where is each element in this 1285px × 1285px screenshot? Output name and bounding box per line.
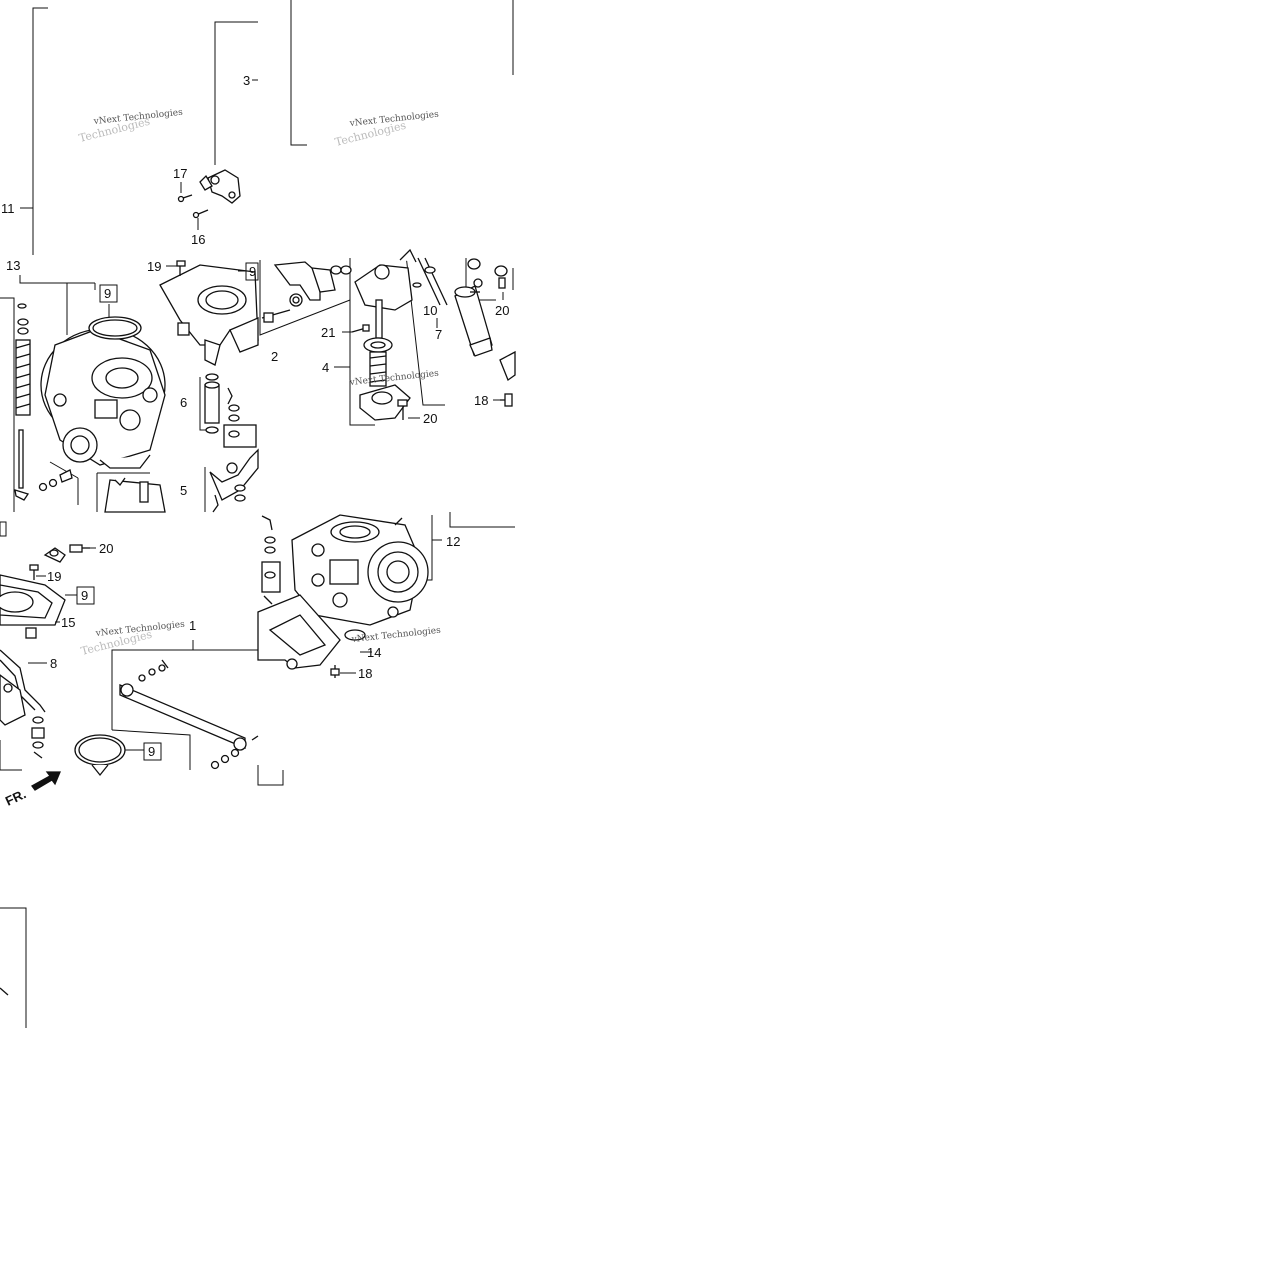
screw-20-mid	[397, 399, 420, 420]
callout-19-lower: 19	[47, 569, 61, 584]
callout-4: 4	[322, 360, 329, 375]
bolt-18-bottom	[330, 665, 356, 678]
manifold-14	[257, 594, 372, 670]
top-gasket-plate	[159, 264, 259, 366]
watermark-5: vNext Technologies	[350, 626, 441, 645]
callout-box-9-d: 9	[143, 742, 162, 761]
screw-16	[192, 209, 209, 230]
jet-holder-block	[104, 477, 166, 513]
callout-10: 10	[423, 303, 437, 318]
callout-20-top: 20	[495, 303, 509, 318]
top-frame-lines	[20, 0, 514, 255]
left-carb-frame	[0, 275, 150, 512]
callout-13: 13	[6, 258, 20, 273]
front-direction-marker: FR.	[3, 771, 61, 809]
o-ring-9-top	[88, 304, 142, 340]
small-parts-10	[412, 258, 483, 293]
screw-17	[177, 182, 193, 203]
screw-20-lower	[43, 544, 96, 563]
bottom-partial-tile	[0, 907, 27, 1028]
callout-16: 16	[191, 232, 205, 247]
callout-8: 8	[50, 656, 57, 671]
linkage-rod-1	[111, 640, 259, 770]
callout-9-d: 9	[148, 744, 155, 759]
left-carb-body	[40, 328, 166, 469]
callout-box-9-b: 9	[245, 262, 259, 281]
callout-15: 15	[61, 615, 75, 630]
callout-9-b: 9	[249, 264, 256, 279]
lower-gasket-15	[0, 574, 77, 639]
spring-needle-stack	[14, 303, 73, 501]
pipe-elbow-18	[493, 350, 516, 407]
callout-19-top: 19	[147, 259, 161, 274]
callout-7: 7	[435, 327, 442, 342]
callout-21: 21	[321, 325, 335, 340]
pipe-7	[417, 257, 493, 357]
o-ring-9-bottom	[74, 734, 144, 777]
callout-box-9-a: 9	[99, 284, 118, 303]
vacuum-chamber-cover	[354, 248, 417, 339]
callout-18-bottom: 18	[358, 666, 372, 681]
right-side-small-parts	[261, 515, 281, 605]
callout-18-top: 18	[474, 393, 488, 408]
callout-1: 1	[189, 618, 196, 633]
screw-20-top	[494, 265, 508, 300]
link-plate-5	[204, 448, 259, 513]
fr-label: FR.	[3, 786, 28, 808]
callout-20-mid: 20	[423, 411, 437, 426]
joint-pipe-6	[199, 373, 257, 448]
callout-12: 12	[446, 534, 460, 549]
callout-5: 5	[180, 483, 187, 498]
screw-21	[342, 324, 370, 333]
bracket-2	[261, 261, 352, 323]
callout-11: 11	[1, 201, 15, 216]
throttle-stop-lever	[199, 169, 241, 204]
diaphragm-4	[334, 337, 411, 421]
right-carb-body	[291, 514, 429, 626]
lower-left-frame	[0, 521, 7, 537]
callout-2: 2	[271, 349, 278, 364]
callout-box-9-c: 9	[76, 586, 95, 605]
callout-17: 17	[173, 166, 187, 181]
callout-9-c: 9	[81, 588, 88, 603]
callout-3: 3	[243, 73, 250, 88]
callout-6: 6	[180, 395, 187, 410]
link-8	[0, 649, 47, 771]
callout-9-a: 9	[104, 286, 111, 301]
callout-20-lower: 20	[99, 541, 113, 556]
callout-labels: 3 11 17 16 13 19 2 21 10 7 20 4 20 18 6 …	[1, 73, 509, 681]
callout-14: 14	[367, 645, 381, 660]
bolt-19-lower	[29, 564, 46, 580]
bolt-19-top	[166, 260, 186, 276]
